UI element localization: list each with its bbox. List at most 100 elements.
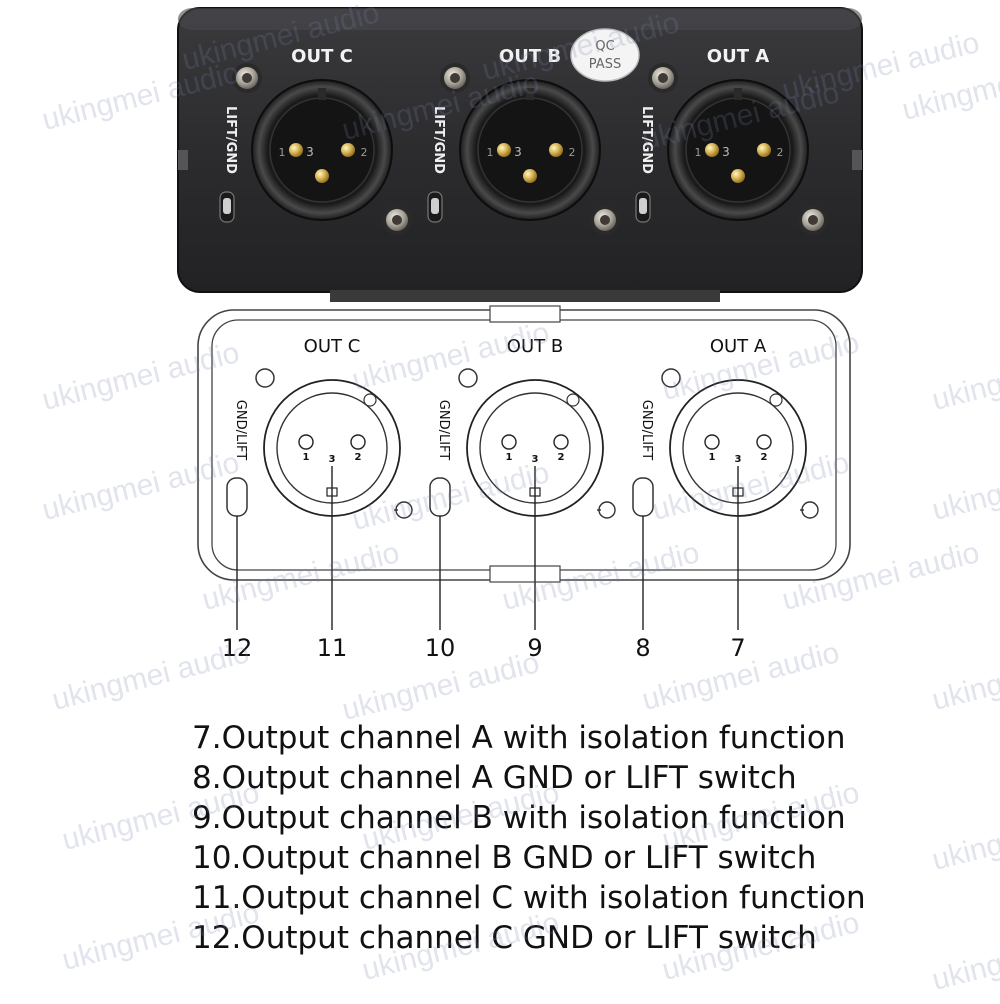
drawing-pin-label: 2 <box>761 452 768 463</box>
drawing-xlr-pin <box>553 434 569 450</box>
legend-list: 7.Output channel A with isolation functi… <box>192 718 982 958</box>
photo-xlr-face <box>685 97 791 203</box>
drawing-pin-label: 1 <box>506 452 513 463</box>
legend-item: 11.Output channel C with isolation funct… <box>192 880 866 916</box>
photo-xlr-pin <box>315 169 329 183</box>
drawing-pin-label: 3 <box>735 454 742 465</box>
photo-xlr-pin <box>341 143 355 157</box>
drawing-xlr-pin <box>298 434 314 450</box>
drawing-switch-label: GND/LIFT <box>233 400 248 461</box>
photo-xlr-pin <box>731 169 745 183</box>
drawing-xlr-pin <box>350 434 366 450</box>
photo-screw <box>440 63 470 93</box>
photo-xlr-face <box>477 97 583 203</box>
device-photo: QC PASS OUT C LIFT/GND 3 1 2 OUT B LIFT/GND 3 1 2… <box>177 7 863 302</box>
photo-switch-label: LIFT/GND <box>223 106 238 174</box>
photo-xlr-pin <box>757 143 771 157</box>
drawing-channel-out-c: OUT C GND/LIFT 1 3 2 12 11 <box>222 336 413 662</box>
drawing-pin-label: 3 <box>329 454 336 465</box>
legend-item: 8.Output channel A GND or LIFT switch <box>192 760 797 796</box>
drawing-channel-out-b: OUT B GND/LIFT 1 3 2 10 9 <box>425 336 616 662</box>
drawing-out-label: OUT C <box>304 336 361 357</box>
drawing-channel-out-a: OUT A GND/LIFT 1 3 2 8 7 <box>632 336 819 662</box>
drawing-top-tab <box>489 305 561 323</box>
photo-screw <box>798 205 828 235</box>
drawing-out-label: OUT A <box>710 336 767 357</box>
photo-pin-label: 2 <box>569 146 576 159</box>
photo-pin-label: 3 <box>514 145 522 159</box>
photo-channel-out-b: OUT B LIFT/GND 3 1 2 <box>427 46 620 235</box>
drawing-xlr-pin <box>501 434 517 450</box>
device-rim-shade <box>178 8 862 30</box>
photo-screw <box>382 205 412 235</box>
drawing-pin-label: 1 <box>303 452 310 463</box>
device-side-left <box>178 150 188 170</box>
photo-xlr-key <box>318 88 326 100</box>
drawing-lift-switch[interactable] <box>226 477 248 517</box>
photo-out-label: OUT A <box>707 46 769 67</box>
connector-callout-number: 11 <box>317 634 348 662</box>
drawing-xlr-pin <box>756 434 772 450</box>
photo-out-label: OUT C <box>291 46 353 67</box>
photo-xlr-key <box>526 88 534 100</box>
photo-pin-label: 3 <box>722 145 730 159</box>
photo-channel-out-c: OUT C LIFT/GND 3 1 2 <box>219 46 412 235</box>
photo-pin-label: 3 <box>306 145 314 159</box>
drawing-lift-switch[interactable] <box>429 477 451 517</box>
photo-screw <box>648 63 678 93</box>
drawing-latch <box>363 393 377 407</box>
device-side-right <box>852 150 862 170</box>
drawing-switch-label: GND/LIFT <box>639 400 654 461</box>
drawing-latch <box>566 393 580 407</box>
photo-out-label: OUT B <box>499 46 561 67</box>
drawing-switch-label: GND/LIFT <box>436 400 451 461</box>
photo-pin-label: 1 <box>487 146 494 159</box>
qc-pass-badge: QC PASS <box>570 28 640 82</box>
photo-pin-label: 2 <box>361 146 368 159</box>
photo-pin-label: 1 <box>279 146 286 159</box>
drawing-pin-label: 1 <box>709 452 716 463</box>
photo-xlr-pin <box>289 143 303 157</box>
drawing-pin-label: 3 <box>532 454 539 465</box>
photo-xlr-key <box>734 88 742 100</box>
legend-item: 12.Output channel C GND or LIFT switch <box>192 920 817 956</box>
drawing-out-label: OUT B <box>507 336 563 357</box>
photo-switch-lever <box>431 198 439 214</box>
drawing-pin-label: 2 <box>558 452 565 463</box>
switch-callout-number: 10 <box>425 634 456 662</box>
drawing-mount-hole <box>458 368 478 388</box>
photo-xlr-face <box>269 97 375 203</box>
drawing-bottom-tab <box>489 565 561 583</box>
photo-channel-out-a: OUT A LIFT/GND 3 1 2 <box>635 46 828 235</box>
photo-xlr-pin <box>549 143 563 157</box>
photo-xlr-pin <box>497 143 511 157</box>
qc-badge-line1: QC <box>595 39 614 54</box>
photo-switch-label: LIFT/GND <box>431 106 446 174</box>
drawing-xlr-pin <box>704 434 720 450</box>
switch-callout-number: 12 <box>222 634 253 662</box>
drawing-lift-switch[interactable] <box>632 477 654 517</box>
switch-callout-number: 8 <box>635 634 650 662</box>
drawing-latch <box>769 393 783 407</box>
drawing-pin-label: 2 <box>355 452 362 463</box>
photo-switch-label: LIFT/GND <box>639 106 654 174</box>
photo-pin-label: 2 <box>777 146 784 159</box>
drawing-mount-hole <box>661 368 681 388</box>
connector-callout-number: 9 <box>527 634 542 662</box>
connector-callout-number: 7 <box>730 634 745 662</box>
photo-screw <box>590 205 620 235</box>
photo-switch-lever <box>639 198 647 214</box>
drawing-mount-hole <box>255 368 275 388</box>
photo-pin-label: 1 <box>695 146 702 159</box>
qc-badge-line2: PASS <box>589 57 621 72</box>
photo-xlr-pin <box>523 169 537 183</box>
legend-item: 7.Output channel A with isolation functi… <box>192 720 846 756</box>
photo-xlr-pin <box>705 143 719 157</box>
legend-item: 9.Output channel B with isolation functi… <box>192 800 846 836</box>
photo-switch-lever <box>223 198 231 214</box>
photo-screw <box>232 63 262 93</box>
device-bottom-strip <box>330 290 720 302</box>
